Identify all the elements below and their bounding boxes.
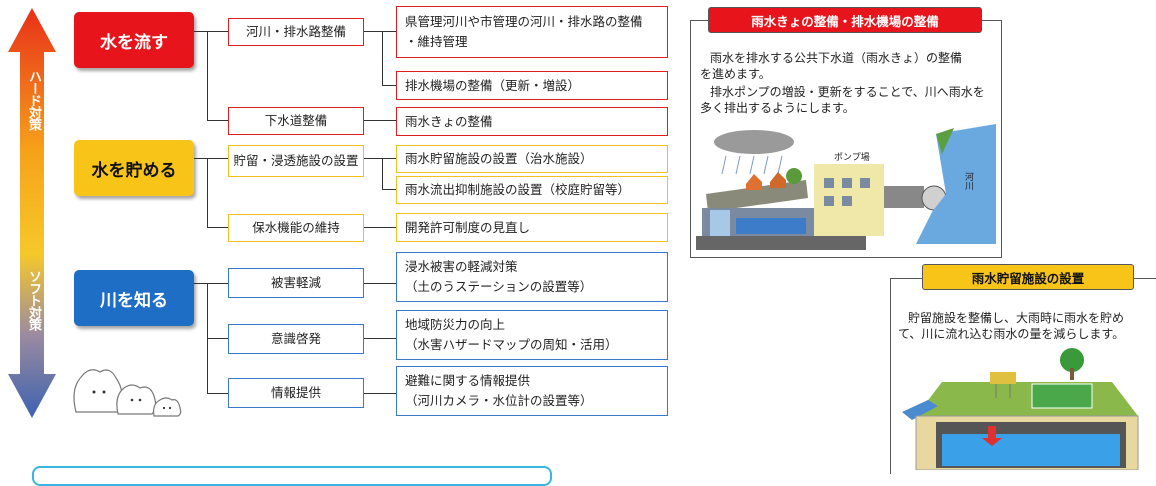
mid-item-information: 情報提供 xyxy=(228,378,364,408)
detail-pump-station: 排水機場の整備（更新・増設） xyxy=(396,71,668,100)
river-label: 河川 xyxy=(963,171,974,190)
hard-soft-arrow xyxy=(8,8,56,418)
detail-evacuation-info: 避難に関する情報提供（河川カメラ・水位計の設置等） xyxy=(396,366,668,416)
mid-item-water-retention: 保水機能の維持 xyxy=(228,214,364,242)
pump-station-label: ポンプ場 xyxy=(834,151,870,163)
detail-river-maintenance: 県管理河川や市管理の河川・排水路の整備・維持管理 xyxy=(396,6,668,58)
mid-item-river-drainage: 河川・排水路整備 xyxy=(228,18,364,46)
detail-disaster-prevention: 地域防災力の向上（水害ハザードマップの周知・活用） xyxy=(396,310,668,360)
detail-runoff-control: 雨水流出抑制施設の設置（校庭貯留等） xyxy=(396,176,668,204)
soft-measures-label: ソフト対策 xyxy=(26,270,41,330)
detail-development-permit: 開発許可制度の見直し xyxy=(396,213,668,242)
category-know: 川を知る xyxy=(74,270,194,326)
detail-storage-facility: 雨水貯留施設の設置（治水施設） xyxy=(396,145,668,173)
mid-item-awareness: 意識啓発 xyxy=(228,324,364,354)
panel-storage-title: 雨水貯留施設の設置 xyxy=(922,264,1134,290)
bottom-banner xyxy=(32,466,552,486)
storage-facility-illustration xyxy=(902,346,1146,471)
mid-item-sewer: 下水道整備 xyxy=(228,107,364,135)
mid-item-storage-infiltration: 貯留・浸透施設の設置 xyxy=(228,145,364,177)
detail-rain-culvert: 雨水きょの整備 xyxy=(396,107,668,136)
gradient-arrow-icon xyxy=(8,8,56,418)
panel-sewer-pump-text: 雨水を排水する公共下水道（雨水きょ）の整備 を進めます。 排水ポンプの増設・更新… xyxy=(700,51,985,115)
hard-measures-label: ハード対策 xyxy=(26,70,41,130)
pump-station-illustration: ポンプ場 河川 xyxy=(696,124,996,252)
detail-flood-mitigation: 浸水被害の軽減対策（土のうステーションの設置等） xyxy=(396,252,668,302)
panel-storage-text: 貯留施設を整備し、大雨時に雨水を貯め て、川に流れ込む雨水の量を減らします。 xyxy=(898,311,1125,341)
mid-item-damage-reduction: 被害軽減 xyxy=(228,268,364,298)
category-flow: 水を流す xyxy=(74,12,194,68)
category-store: 水を貯める xyxy=(74,140,194,196)
sandbag-illustration xyxy=(68,362,192,418)
panel-sewer-pump-title: 雨水きょの整備・排水機場の整備 xyxy=(708,7,982,33)
